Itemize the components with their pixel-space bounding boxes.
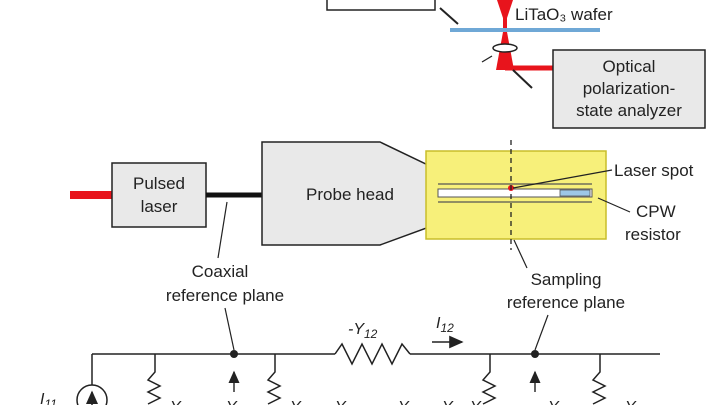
mirror-icon xyxy=(439,7,459,25)
lens-icon xyxy=(492,43,518,53)
pickoff-mirror-icon xyxy=(512,69,533,89)
coax-plane-leader xyxy=(217,201,228,259)
current-label: I12 xyxy=(436,315,454,335)
coax-plane-label-1: Coaxial xyxy=(192,262,249,281)
shunt-label-7: Y xyxy=(470,399,482,405)
node-coax xyxy=(230,350,238,358)
shunt-label-2: Y xyxy=(226,399,238,405)
shunt-label-8: Y xyxy=(548,399,560,405)
resistor-label: resistor xyxy=(625,225,681,244)
pulsed-laser-box xyxy=(111,162,207,228)
sampling-plane-label-2: reference plane xyxy=(507,293,625,312)
coax-plane-label-2: reference plane xyxy=(166,286,284,305)
node-sampling xyxy=(531,350,539,358)
wafer-label: LiTaO₃ wafer xyxy=(515,5,613,24)
shunt-label-6: Y xyxy=(442,399,454,405)
pulsed-laser-label-1: Pulsed xyxy=(133,174,185,193)
laser-focus xyxy=(497,0,513,24)
top-left-box xyxy=(326,0,436,11)
sampling-plane-label-1: Sampling xyxy=(531,270,602,289)
cpw-leader xyxy=(597,197,631,213)
source-label: I11 xyxy=(40,391,57,405)
shunt-label-1: Y xyxy=(170,399,182,405)
shunt-resistor-1 xyxy=(146,354,162,405)
analyzer-label-1: Optical xyxy=(603,57,656,76)
circuit-section: -Y12 I12 I11 Y Y Y Y Y Y Y Y Y xyxy=(40,315,660,405)
sampling-plane-leader xyxy=(513,239,528,269)
cpw-resistor xyxy=(559,189,591,197)
shunt-resistor-3 xyxy=(481,354,497,405)
analyzer-label-2: polarization- xyxy=(583,79,676,98)
shunt-label-4: Y xyxy=(335,399,347,405)
sampling-plane-leader-2 xyxy=(534,314,549,351)
shunt-label-3: Y xyxy=(290,399,302,405)
pulsed-laser-label-2: laser xyxy=(141,197,178,216)
analyzer-box xyxy=(552,49,706,129)
lens-arrow xyxy=(481,55,493,63)
laser-spot-leader xyxy=(512,169,613,189)
shunt-label-9: Y xyxy=(625,399,637,405)
probe-section: Pulsed laser Probe head Laser spot CPW r… xyxy=(70,140,694,351)
coax-plane-leader-2 xyxy=(224,307,235,351)
shunt-resistor-4 xyxy=(591,354,607,405)
analyzer-label-3: state analyzer xyxy=(576,101,682,120)
optics-section: LiTaO₃ wafer Optical polarization- state… xyxy=(326,0,706,129)
cpw-label: CPW xyxy=(636,202,676,221)
series-admittance-label: -Y12 xyxy=(348,321,378,341)
laser-spot-label: Laser spot xyxy=(614,161,694,180)
cpw-center-strip xyxy=(437,188,593,198)
probe-head-label: Probe head xyxy=(306,185,394,204)
shunt-label-5: Y xyxy=(398,399,410,405)
resistor-icon xyxy=(334,342,411,366)
shunt-resistor-2 xyxy=(266,354,282,405)
